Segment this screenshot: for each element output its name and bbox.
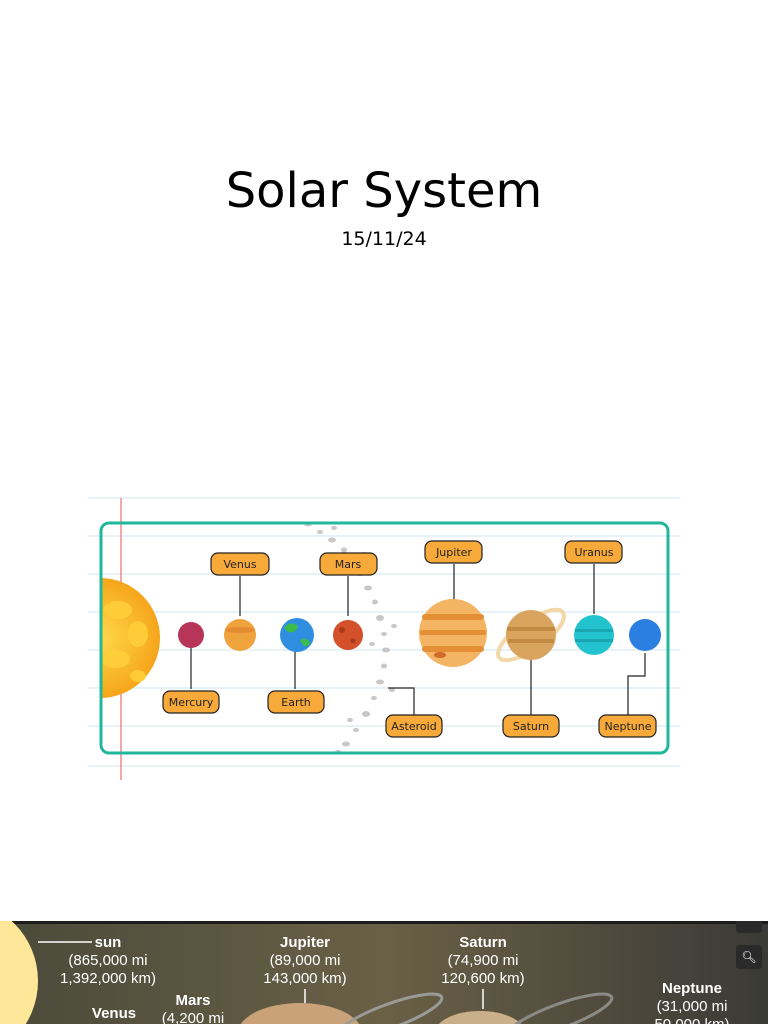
svg-text:(31,000 mi: (31,000 mi [657,998,728,1015]
svg-text:Earth: Earth [281,696,311,709]
document-title: Solar System [225,163,543,219]
uranus-icon [574,615,614,655]
svg-text:Mars: Mars [335,558,362,571]
svg-text:143,000 km): 143,000 km) [263,970,346,987]
zoom-in-icon[interactable] [736,921,762,933]
saturn-icon [438,1011,522,1024]
jupiter-icon [240,1003,360,1024]
mars-icon [333,620,363,650]
svg-text:Neptune: Neptune [604,720,651,733]
earth-icon [280,618,314,652]
svg-text:Mercury: Mercury [169,696,214,709]
svg-text:Uranus: Uranus [575,546,614,559]
svg-text:Venus: Venus [92,1005,136,1022]
label-mars: Mars [319,552,378,576]
label-mercury: Mercury [162,690,220,714]
neptune-icon [629,619,661,651]
svg-text:Venus: Venus [223,558,256,571]
planet-size-image: sun (865,000 mi 1,392,000 km) Venus Mars… [0,921,768,1024]
solar-system-diagram: Venus Mars Jupiter Uranus Mercury Earth … [88,494,680,784]
label-jupiter: Jupiter [424,540,483,564]
zoom-in-icon[interactable]: 🔍︎ [736,945,762,969]
svg-text:Jupiter: Jupiter [435,546,472,559]
sun-icon [101,578,160,698]
svg-text:sun: sun [95,934,122,951]
svg-text:1,392,000 km): 1,392,000 km) [60,970,156,987]
svg-text:Neptune: Neptune [662,980,722,997]
venus-icon [224,619,256,651]
svg-text:Saturn: Saturn [459,934,507,951]
mercury-icon [178,622,204,648]
svg-text:Jupiter: Jupiter [280,934,330,951]
svg-text:50,000 km): 50,000 km) [654,1016,729,1024]
label-neptune: Neptune [598,714,657,738]
svg-text:(89,000 mi: (89,000 mi [270,952,341,969]
svg-text:Asteroid: Asteroid [391,720,436,733]
svg-text:(4,200 mi: (4,200 mi [162,1010,225,1024]
label-saturn: Saturn [502,714,560,738]
label-asteroid: Asteroid [385,714,443,738]
document-date: 15/11/24 [341,228,427,250]
label-earth: Earth [267,690,325,714]
svg-text:(74,900 mi: (74,900 mi [448,952,519,969]
saturn-ring-icon [336,992,444,1024]
svg-text:120,600 km): 120,600 km) [441,970,524,987]
diagram-frame [99,521,670,755]
sun-icon [0,921,38,1024]
svg-text:Saturn: Saturn [513,720,549,733]
svg-text:Mars: Mars [175,992,210,1009]
saturn-icon [506,610,556,660]
svg-text:(865,000 mi: (865,000 mi [68,952,147,969]
label-uranus: Uranus [564,540,623,564]
label-venus: Venus [210,552,270,576]
